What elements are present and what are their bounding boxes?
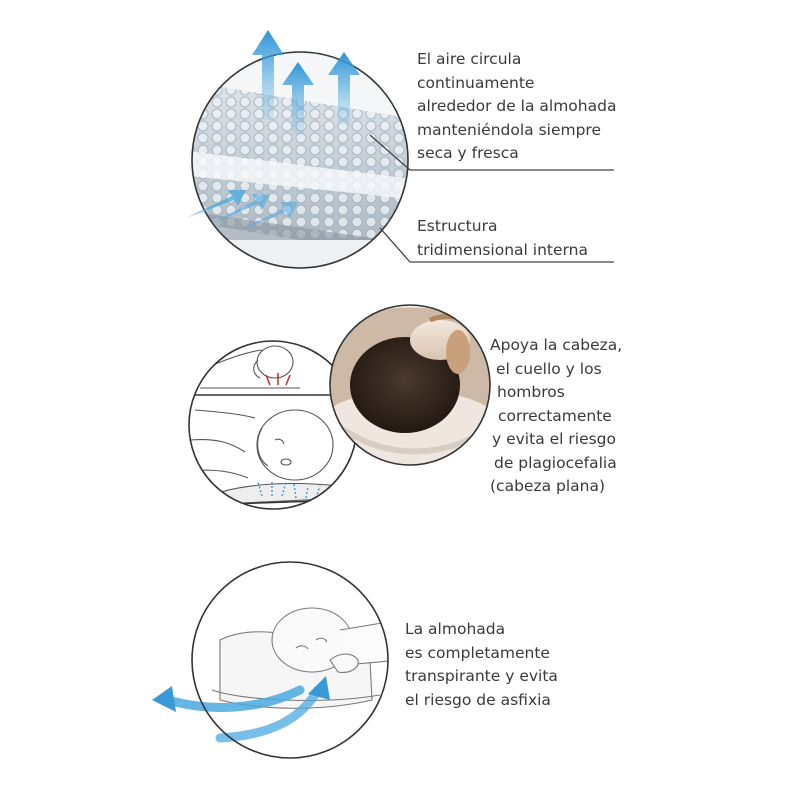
text-line: es completamente <box>405 643 550 662</box>
text-line: Estructura <box>417 217 498 235</box>
text-line: el cuello y los <box>496 359 602 378</box>
text-line: hombros <box>497 383 565 401</box>
text-line: transpirante y evita <box>405 667 558 685</box>
circulation-arrows-icon <box>152 676 330 743</box>
support-arrows-icon <box>257 481 321 499</box>
text-line: (cabeza plana) <box>490 477 606 495</box>
baby-photo-circle <box>329 304 491 466</box>
text-line: La almohada <box>405 620 506 638</box>
structure-description: Estructura tridimensional interna <box>417 215 588 262</box>
text-line: Apoya la cabeza, <box>490 336 623 354</box>
breathable-description: La almohada es completamente transpirant… <box>405 618 558 712</box>
text-line: continuamente <box>417 73 535 92</box>
text-line: El aire circula <box>417 50 522 68</box>
text-line: tridimensional interna <box>417 240 588 259</box>
text-line: manteniéndola siempre <box>417 120 602 139</box>
text-line: correctamente <box>498 406 612 425</box>
callout-lines-1 <box>369 134 614 263</box>
text-line: el riesgo de asfixia <box>405 690 551 709</box>
airflow-description: El aire circula continuamente alrededor … <box>417 48 616 166</box>
text-line: de plagiocefalia <box>494 453 617 472</box>
sleeping-baby-circle <box>152 561 389 759</box>
text-line: alrededor de la almohada <box>417 97 617 115</box>
baby-drawing-circle <box>188 340 358 510</box>
support-description: Apoya la cabeza, el cuello y los hombros… <box>490 334 622 499</box>
airflow-arrows-icon <box>186 30 360 230</box>
text-line: y evita el riesgo <box>492 430 616 448</box>
text-line: seca y fresca <box>417 144 519 162</box>
